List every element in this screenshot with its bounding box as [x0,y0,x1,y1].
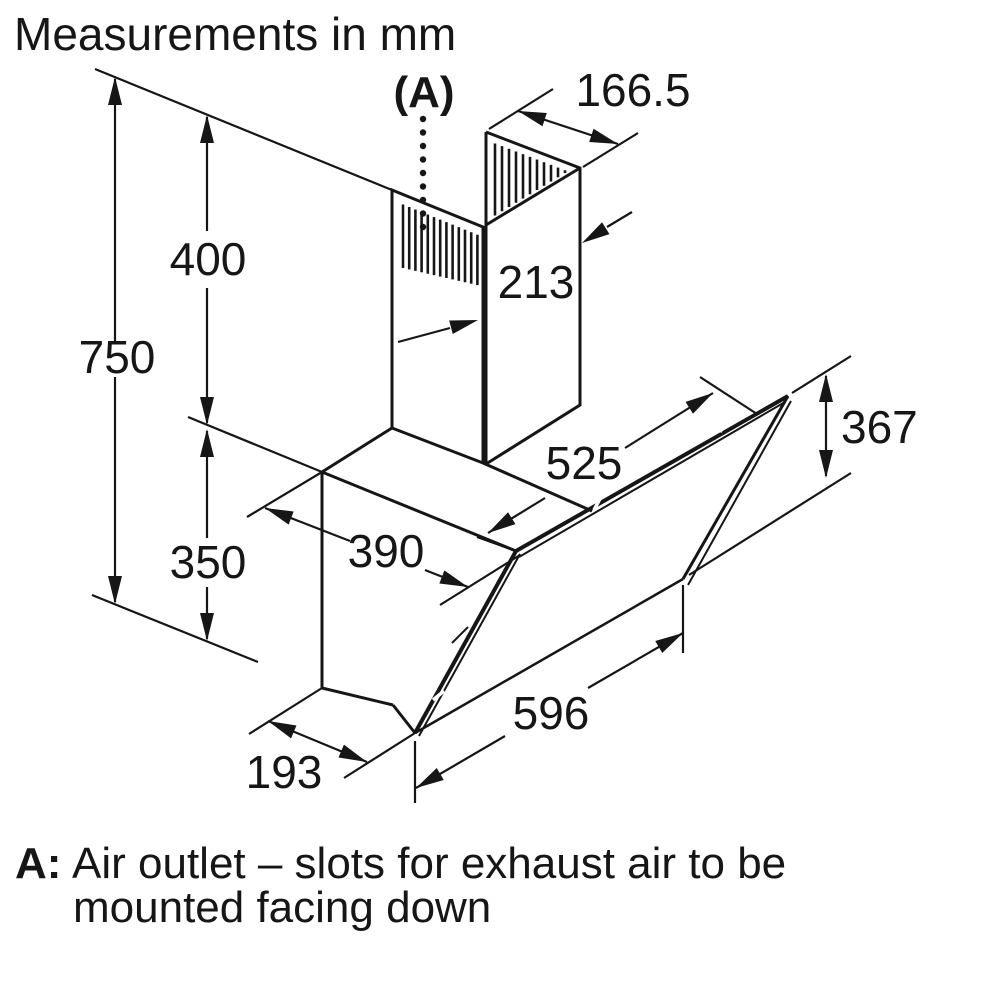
extension-line [791,355,852,394]
dimension-glass-bottom-width: 596 [413,585,685,803]
dimension-top-depth: 390 [246,471,521,606]
extension-line [343,732,416,779]
top-face-left-edge [321,426,393,474]
glass-top-edge-inner [518,401,786,558]
dim-arrowhead [439,570,468,587]
glass-highlight-gap [718,414,731,433]
dim-arrowhead [488,512,516,533]
dim-arrowhead [338,744,367,762]
glass-left-edge-outer [413,550,518,734]
dim-arrowhead [200,115,214,143]
chimney-right-face [485,130,582,466]
callout-dotted-leader [419,115,427,231]
dimension-bottom-depth: 193 [246,687,416,798]
callout-dot [419,183,427,190]
dim-label-166-5: 166.5 [575,64,690,116]
dim-arrowhead [582,222,610,243]
extension-line [688,472,852,576]
caption-prefix: A: [15,839,61,888]
leader-line [606,211,633,228]
extension-line [488,88,554,130]
callout-a: (A) [393,68,455,231]
glass-right-edge-inner [687,400,792,586]
dim-arrowhead [589,128,618,144]
extension-line [91,593,259,664]
caption-line-1: Air outlet – slots for exhaust air to be [72,839,786,888]
chimney-near-face [390,187,485,466]
glass-highlight-gap [592,492,605,511]
top-face-back-edge [482,461,593,513]
leader-line [397,326,451,344]
dim-label-367: 367 [841,401,918,453]
callout-a-label: (A) [393,68,454,117]
extension-line [476,535,517,553]
chimney-duct [390,130,582,466]
callout-dot [419,156,427,163]
extension-line [699,376,758,415]
page-title: Measurements in mm [14,8,456,60]
dimension-glass-height: 367 [688,355,918,576]
glass-left-edge-inner [418,553,521,737]
chimney-inner-panel-edge [485,166,581,227]
extension-line [582,132,639,168]
dim-label-390: 390 [348,525,425,577]
dimension-glass-top-width: 525 [476,376,758,553]
glass-right-edge [681,395,790,580]
dim-arrowhead [265,508,294,525]
dimension-chimney-height: 400 [170,115,323,474]
body-bottom-edge [321,686,394,707]
callout-dot [419,129,427,136]
dim-label-350: 350 [170,536,247,588]
caption-line-2: mounted facing down [73,883,491,932]
glass-panel [413,394,792,737]
extension-line [94,67,393,192]
dimension-body-height: 350 [170,429,247,641]
dim-arrowhead [200,397,214,425]
dim-arrowhead [200,613,214,641]
dim-label-213: 213 [498,256,575,308]
glass-thickness-tick [451,626,469,644]
dimension-duct-width: 213 [397,211,633,344]
extension-line [187,415,323,474]
top-face-front-edge [321,470,517,553]
air-outlet-slots-front [401,204,479,286]
dimension-total-height: 750 [79,67,393,664]
dim-arrowhead [819,450,833,478]
glass-top-edge-outer [515,394,789,553]
extension-line [246,471,323,518]
glass-highlight-gap [431,689,446,702]
dim-arrowhead [108,576,122,604]
hood-body [320,426,593,734]
dim-arrowhead [416,767,444,788]
callout-dot [419,169,427,177]
dim-arrowhead [108,77,122,105]
dim-arrowhead [685,393,713,414]
glass-bottom-edge [414,577,684,735]
dim-label-400: 400 [170,233,247,285]
dim-arrowhead [518,111,547,127]
dimension-duct-top-depth: 166.5 [488,64,691,168]
dim-arrowhead [200,429,214,457]
callout-dot [419,223,427,231]
callout-dot [419,196,427,204]
caption: A: Air outlet – slots for exhaust air to… [15,839,786,932]
callout-dot [419,142,427,150]
body-bottom-corner-edge [391,704,417,734]
extension-line [439,554,521,606]
extension-line [248,687,323,735]
dim-arrowhead [819,374,833,402]
dim-label-596: 596 [513,687,590,739]
dim-arrowhead [655,633,683,654]
dim-label-193: 193 [246,746,323,798]
dim-arrowhead [268,721,297,739]
dim-label-750: 750 [79,331,156,383]
callout-dot [419,210,427,217]
callout-dot [419,115,427,123]
dim-label-525: 525 [546,437,623,489]
air-outlet-slots-back [493,143,567,216]
dim-arrowhead [449,320,478,335]
